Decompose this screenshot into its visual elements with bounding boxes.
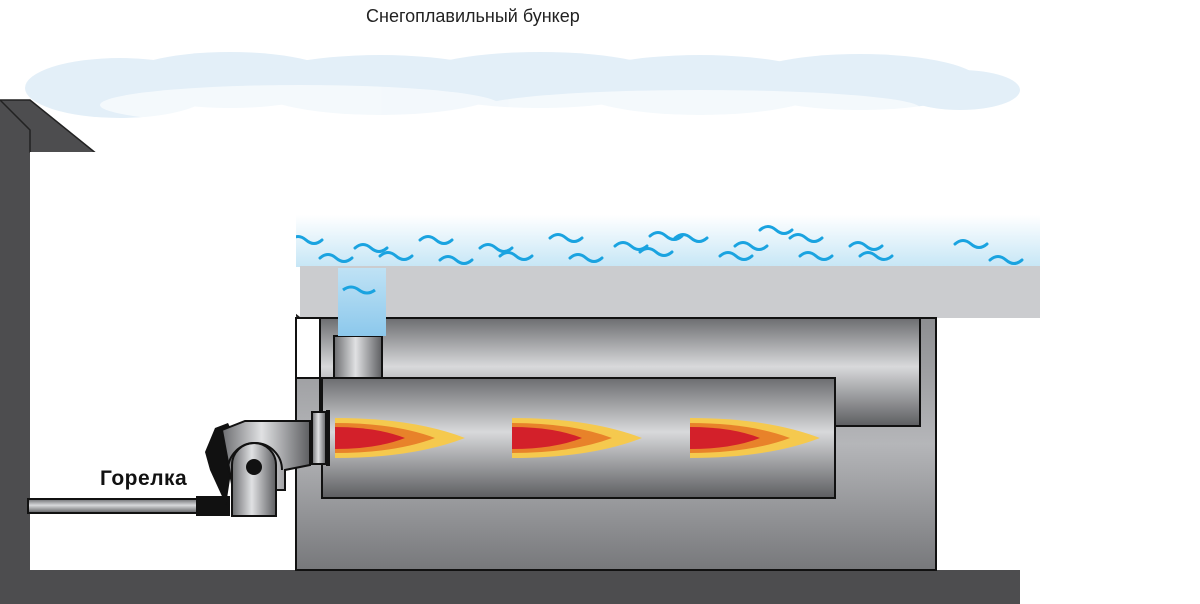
wave [478,243,514,253]
burner-label: Горелка [100,467,188,490]
bunker-floor [300,266,1040,318]
wave [848,241,884,251]
water-waves [223,225,1024,265]
wave [988,255,1024,265]
wave [498,251,534,261]
wave [438,255,474,265]
wave [648,231,684,241]
wave [953,239,989,249]
flame [335,418,465,458]
fuel-pipe [27,498,201,514]
drain-water [338,268,386,336]
wave [758,225,794,235]
wave [858,251,894,261]
wave [798,251,834,261]
wave [418,235,454,245]
wave [353,243,389,253]
wave [673,233,709,243]
drain-pipe-stub [333,335,383,381]
burner [27,410,330,517]
wave [548,233,584,243]
diagram-title: Снегоплавильный бункер [366,6,580,26]
flame [512,418,642,458]
wave [568,253,604,263]
floor [0,570,1020,604]
flame [690,418,820,458]
wave [638,247,674,257]
flames [335,418,820,458]
left-wall [0,100,30,604]
wave [718,251,754,261]
water-layer [200,215,1040,267]
wave [788,233,824,243]
wave [378,251,414,261]
wave [318,253,354,263]
wave [733,241,769,251]
